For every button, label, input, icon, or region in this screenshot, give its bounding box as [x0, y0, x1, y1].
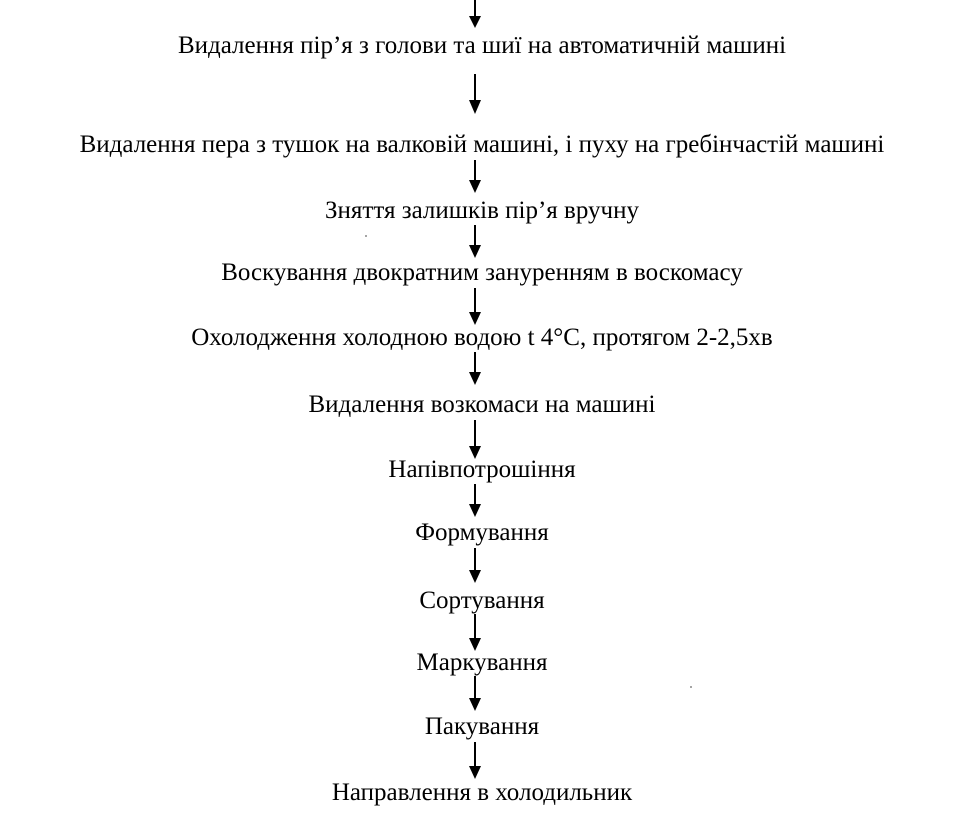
step-waxing: Воскування двократним зануренням в воско…	[221, 259, 743, 286]
flow-arrow-1	[469, 74, 481, 114]
step-labeling: Маркування	[416, 649, 548, 676]
step-forming: Формування	[415, 519, 549, 546]
step-sorting: Сортування	[419, 587, 545, 614]
step-cold-water-cooling: Охолодження холодною водою t 4°C, протяг…	[191, 324, 773, 351]
step-wax-removal: Видалення возкомаси на машині	[308, 391, 656, 418]
step-manual-feather-removal: Зняття залишків пір’я вручну	[325, 197, 639, 224]
step-carcass-feather-removal: Видалення пера з тушок на валковій машин…	[79, 131, 885, 158]
flow-arrow-11	[469, 742, 481, 779]
scan-speck	[365, 235, 367, 237]
flow-arrow-6	[469, 420, 481, 459]
step-packing: Пакування	[424, 713, 540, 740]
flow-arrow-10	[469, 676, 481, 711]
flow-arrow-3	[469, 225, 481, 258]
flow-arrow-5	[469, 352, 481, 385]
flow-arrow-7	[469, 484, 481, 517]
flow-arrow-2	[469, 160, 481, 193]
flow-arrow-4	[469, 288, 481, 325]
step-head-neck-plucking: Видалення пір’я з голови та шиї на автом…	[177, 32, 787, 59]
step-send-to-refrigerator: Направлення в холодильник	[331, 779, 633, 806]
scan-speck	[690, 686, 692, 688]
flow-arrow-9	[469, 614, 481, 651]
flow-arrow-incoming	[469, 0, 481, 28]
step-semi-evisceration: Напівпотрошіння	[388, 456, 576, 483]
flow-arrow-8	[469, 548, 481, 583]
